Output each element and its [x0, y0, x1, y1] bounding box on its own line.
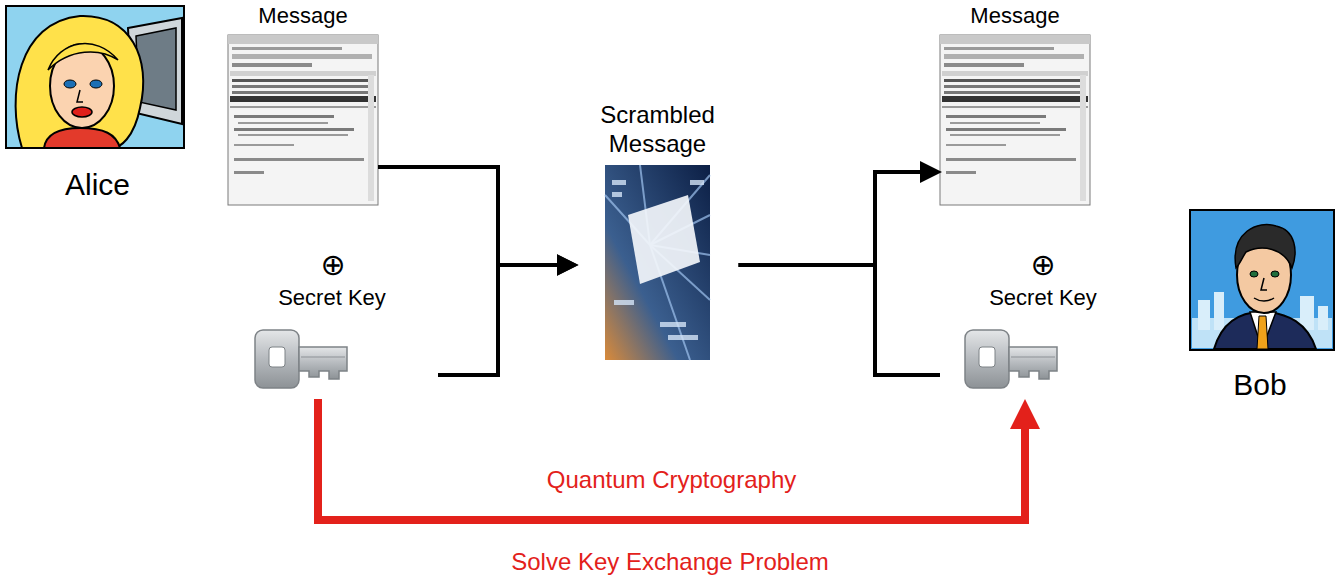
person-figure: Alice: [5, 5, 190, 205]
bob-cartoon: [1190, 210, 1334, 350]
scrambled-picture: [605, 165, 710, 360]
flow-line: [739, 265, 941, 375]
node-caption: Bob: [1233, 367, 1286, 403]
node-heading: Message: [970, 3, 1059, 29]
node-heading: Secret Key: [278, 285, 386, 311]
message-box: Message: [228, 35, 378, 205]
key-picture: [965, 330, 1057, 388]
message-screenshot: [228, 35, 378, 205]
person-figure: Bob: [1186, 205, 1334, 405]
message-screenshot: [940, 35, 1090, 205]
key-picture: [255, 330, 347, 388]
key-exchange-arrow: [318, 399, 1025, 520]
flow-arrow: [378, 167, 567, 265]
edge-label: Quantum Cryptography: [541, 466, 802, 495]
node-heading: Message: [258, 3, 347, 29]
key-box: Secret Key: [226, 285, 438, 395]
caption-text: Solve Key Exchange Problem: [511, 548, 829, 577]
xor-symbol: ⊕: [320, 247, 345, 283]
alice-cartoon: [6, 6, 184, 148]
node-heading: Scrambled Message: [583, 101, 733, 159]
xor-symbol: ⊕: [1030, 247, 1055, 283]
ciphertext-box: Scrambled Message: [577, 165, 739, 360]
node-caption: Alice: [65, 167, 130, 203]
flow-arrow: [739, 172, 931, 265]
message-box: Message: [940, 35, 1090, 205]
node-heading: Secret Key: [989, 285, 1097, 311]
flow-arrow: [438, 265, 567, 375]
key-box: Secret Key: [940, 285, 1146, 395]
